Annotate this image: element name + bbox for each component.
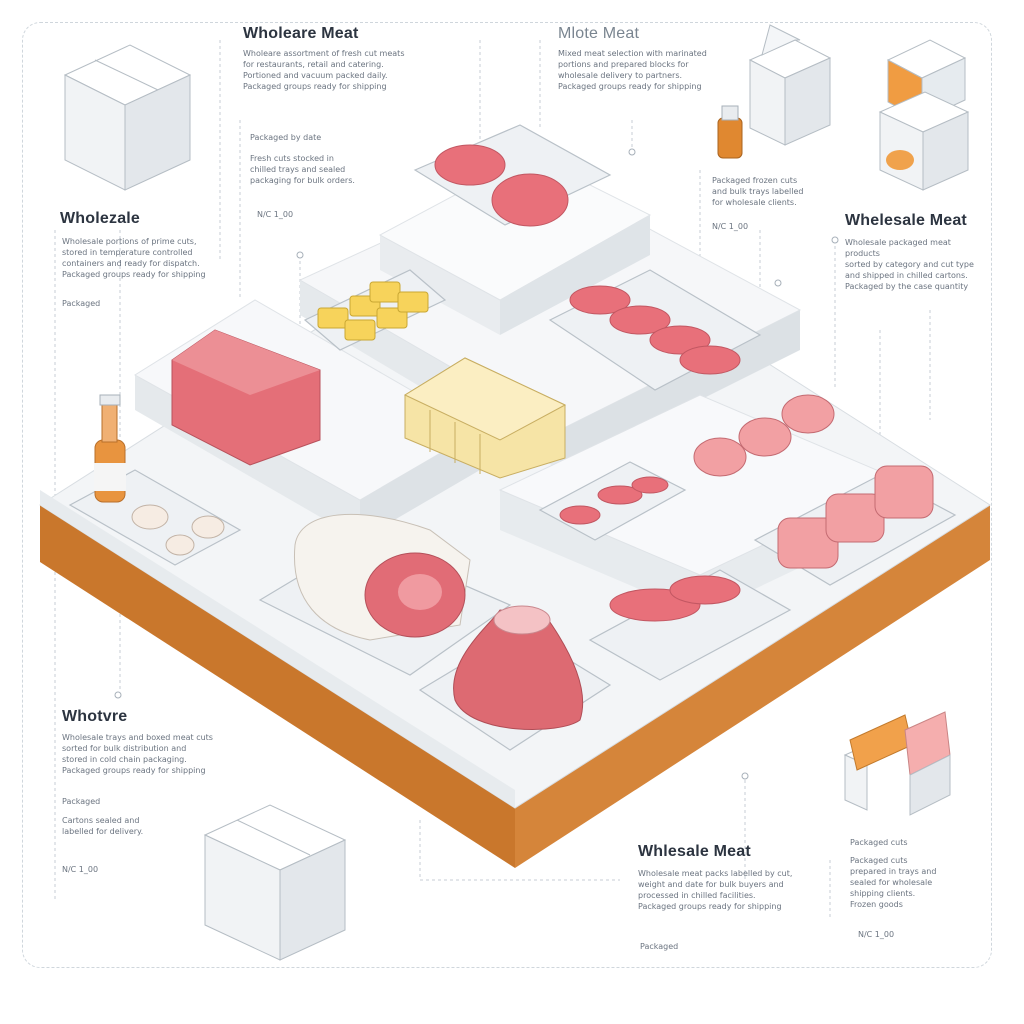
condiments (94, 105, 743, 556)
label-sub2-6: Cartons sealed and labelled for delivery… (62, 816, 144, 836)
label-sub-8: Packaged cuts (850, 838, 908, 847)
label-sub-1: Packaged by date (250, 133, 322, 142)
label-code-6: N/C 1_00 (62, 865, 99, 874)
label-title-6: Whotvre (62, 708, 128, 725)
label-body-4: Wholesale packaged meat products sorted … (845, 238, 974, 291)
label-code-8: N/C 1_00 (858, 930, 895, 939)
box-top-center (748, 24, 832, 146)
box-top-left (63, 44, 192, 191)
label-sub2-1: Fresh cuts stocked in chilled trays and … (250, 154, 355, 185)
label-title-7: Whlesale Meat (638, 843, 751, 860)
label-sub-7: Packaged (640, 942, 679, 951)
diagram-frame (22, 22, 992, 968)
label-body-6: Wholesale trays and boxed meat cuts sort… (62, 733, 213, 775)
box-stack-right (878, 39, 970, 191)
label-sub-6: Packaged (62, 797, 101, 806)
label-extra-8: Packaged cuts prepared in trays and seal… (850, 856, 937, 909)
label-extra-5: Packaged frozen cuts and bulk trays labe… (712, 176, 804, 207)
label-body-3: Wholesale portions of prime cuts, stored… (62, 237, 206, 279)
label-sub-3: Packaged (62, 299, 101, 308)
label-title-1: Wholeare Meat (243, 25, 359, 42)
box-bottom-left (203, 804, 347, 961)
label-code-5: N/C 1_00 (712, 222, 749, 231)
meat-cuts (171, 144, 934, 731)
label-title-2: Mlote Meat (558, 25, 640, 42)
leader-dots (114, 148, 839, 780)
label-title-4: Whelesale Meat (845, 212, 967, 229)
label-title-3: Wholezale (60, 210, 141, 227)
label-body-2: Mixed meat selection with marinated port… (558, 49, 707, 91)
label-code-1: N/C 1_00 (257, 210, 294, 219)
box-bottom-right (843, 711, 951, 816)
cheese-blocks (317, 281, 567, 479)
label-body-7: Wholesale meat packs labelled by cut, we… (638, 869, 793, 911)
label-body-1: Wholeare assortment of fresh cut meats f… (243, 49, 405, 91)
